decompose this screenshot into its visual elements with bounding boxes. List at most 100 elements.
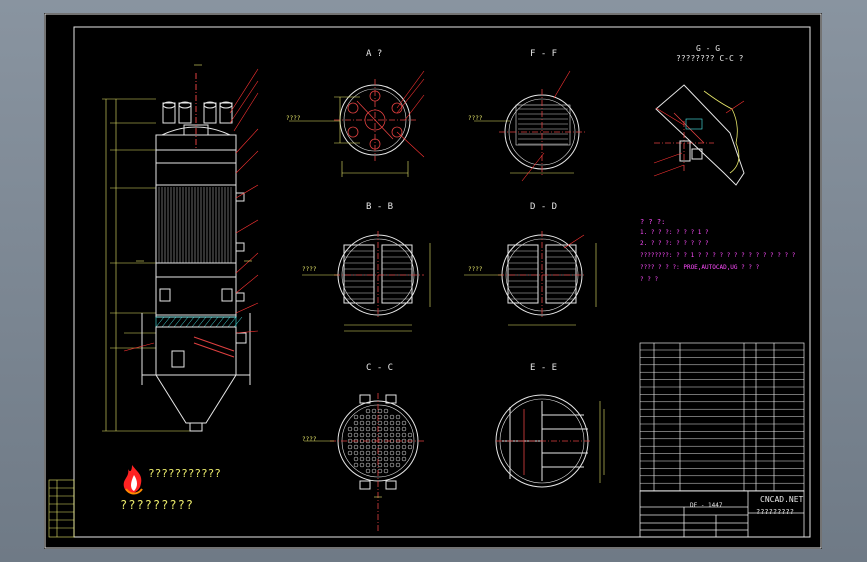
perforation-hole: [353, 426, 359, 432]
perforation-hole: [389, 462, 395, 468]
perforation-hole: [377, 420, 383, 426]
perforation-hole: [377, 432, 383, 438]
cad-drawing: [44, 13, 822, 549]
logo-mark: [123, 465, 143, 495]
perforation-hole: [365, 414, 371, 420]
perforation-hole: [401, 426, 407, 432]
perforation-hole: [371, 414, 377, 420]
perforation-hole: [371, 420, 377, 426]
perforation-hole: [383, 414, 389, 420]
perforation-hole: [383, 432, 389, 438]
perforation-hole: [383, 450, 389, 456]
hatch-line: [173, 316, 183, 328]
perforation-hole: [407, 432, 413, 438]
hatch-line: [197, 316, 207, 328]
view-c: [304, 393, 426, 531]
perforation-hole: [365, 462, 371, 468]
perforation-hole: [401, 420, 407, 426]
perforation-hole: [359, 432, 365, 438]
title-block: [639, 490, 805, 538]
perforation-hole: [359, 462, 365, 468]
notes-line-1: 1. ? ? ?: ? ? ? 1 ?: [640, 229, 709, 236]
notes-line-2: 2. ? ? ?: ? ? ? ? ?: [640, 240, 709, 247]
perforation-hole: [389, 450, 395, 456]
perforation-hole: [377, 414, 383, 420]
dim-c: ????: [302, 436, 317, 443]
hatch-line: [185, 316, 195, 328]
dim-a: ????: [286, 115, 301, 122]
perforation-hole: [395, 450, 401, 456]
perforation-hole: [383, 456, 389, 462]
perforation-hole: [371, 432, 377, 438]
perforation-hole: [371, 444, 377, 450]
hatch-line: [227, 316, 237, 328]
section-markers: [136, 64, 252, 262]
perforation-hole: [389, 420, 395, 426]
perforation-hole: [389, 426, 395, 432]
perforation-hole: [395, 414, 401, 420]
perforation-hole: [353, 444, 359, 450]
perforation-hole: [401, 450, 407, 456]
hatch-line: [161, 316, 171, 328]
title-block-code: CNCAD.NET: [760, 495, 804, 504]
perforation-hole: [377, 468, 383, 474]
perforation-hole: [359, 414, 365, 420]
logo-text: ???????????: [148, 467, 221, 480]
perforation-hole: [377, 408, 383, 414]
perforation-hole: [395, 444, 401, 450]
perforation-hole: [383, 408, 389, 414]
perforation-hole: [377, 426, 383, 432]
perforation-hole: [389, 444, 395, 450]
dim-f: ????: [468, 115, 483, 122]
title-block-drawing-no: DF - 1447: [690, 502, 723, 509]
perforation-hole: [371, 450, 377, 456]
perforation-hole: [371, 456, 377, 462]
dim-d: ????: [468, 266, 483, 273]
perforation-hole: [383, 468, 389, 474]
perforation-hole: [365, 450, 371, 456]
inner-frame: [73, 26, 811, 538]
perforation-hole: [359, 420, 365, 426]
hatch-line: [155, 316, 165, 328]
perforation-hole: [353, 432, 359, 438]
perforation-hole: [383, 420, 389, 426]
section-label-c: C - C: [366, 363, 394, 373]
perforation-hole: [353, 462, 359, 468]
section-label-f: F - F: [530, 49, 558, 59]
perforation-hole: [389, 432, 395, 438]
section-label-d: D - D: [530, 202, 558, 212]
perforation-hole: [383, 426, 389, 432]
perforation-hole: [395, 432, 401, 438]
hatch-line: [233, 316, 243, 328]
perforation-hole: [383, 444, 389, 450]
perforation-hole: [365, 408, 371, 414]
perforation-hole: [365, 444, 371, 450]
section-label-g-sub: ???????? C-C ?: [676, 54, 744, 63]
perforation-hole: [401, 432, 407, 438]
hatch-line: [209, 316, 219, 328]
perforation-hole: [377, 444, 383, 450]
perforation-hole: [389, 456, 395, 462]
dim-b: ????: [302, 266, 317, 273]
hatch-line: [191, 316, 201, 328]
perforation-hole: [359, 444, 365, 450]
perforation-hole: [347, 432, 353, 438]
hatch-line: [215, 316, 225, 328]
perforation-hole: [401, 456, 407, 462]
perforation-hole: [401, 444, 407, 450]
perforation-hole: [365, 432, 371, 438]
left-strip: [48, 479, 75, 538]
section-label-g: G - G: [696, 44, 721, 53]
section-label-b: B - B: [366, 202, 394, 212]
perforation-hole: [353, 450, 359, 456]
perforation-hole: [407, 444, 413, 450]
view-b: [302, 231, 431, 332]
perforation-hole: [353, 456, 359, 462]
perforation-hole: [359, 450, 365, 456]
hatch-line: [179, 316, 189, 328]
perforation-hole: [395, 426, 401, 432]
perforation-hole: [365, 420, 371, 426]
main-vessel: [102, 68, 259, 432]
perforation-hole: [365, 426, 371, 432]
